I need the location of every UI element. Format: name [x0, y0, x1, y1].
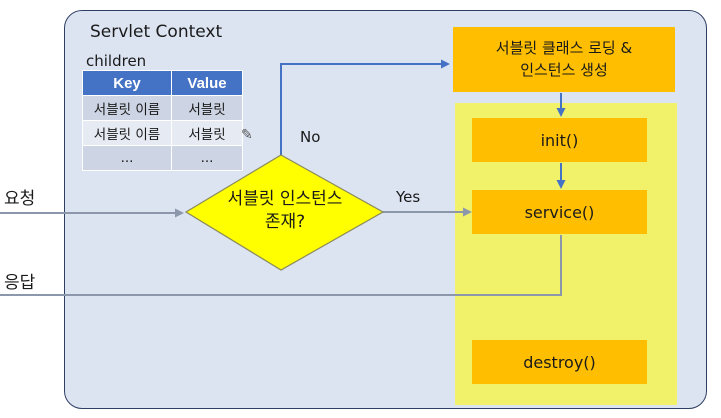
table-cell-value: 서블릿 — [171, 95, 243, 121]
request-label: 요청 — [4, 189, 36, 209]
no-arrow — [280, 59, 450, 155]
load-line-1: 서블릿 클래스 로딩 & — [495, 38, 633, 57]
decision-line-1: 서블릿 인스턴스 — [227, 189, 343, 209]
pencil-icon: ✎ — [241, 127, 253, 143]
no-label: No — [300, 128, 321, 146]
children-table-header: Key Value — [82, 70, 243, 96]
children-label: children — [86, 52, 147, 70]
load-line-2: 인스턴스 생성 — [520, 60, 608, 79]
table-cell-value: 서블릿 — [171, 120, 243, 146]
table-cell-key: 서블릿 이름 — [82, 120, 172, 146]
value-header: Value — [171, 70, 243, 96]
table-row: 서블릿 이름 서블릿 — [82, 120, 243, 146]
response-line — [0, 235, 562, 296]
servlet-context-title: Servlet Context — [90, 22, 223, 42]
init-box: init() — [472, 118, 647, 162]
response-label: 응답 — [4, 273, 36, 293]
load-instance-box: 서블릿 클래스 로딩 & 인스턴스 생성 — [453, 27, 675, 92]
table-cell-value: ... — [171, 145, 243, 171]
yes-label: Yes — [396, 188, 421, 206]
destroy-box: destroy() — [472, 340, 647, 384]
table-cell-key: ... — [82, 145, 172, 171]
table-row: 서블릿 이름 서블릿 — [82, 95, 243, 121]
decision-line-2: 존재? — [264, 211, 306, 232]
decision-label: 서블릿 인스턴스 존재? — [210, 188, 360, 234]
table-cell-key: 서블릿 이름 — [82, 95, 172, 121]
service-box: service() — [472, 190, 647, 234]
table-row: ... ... — [82, 145, 243, 171]
children-table: Key Value 서블릿 이름 서블릿 서블릿 이름 서블릿 ... ... — [82, 70, 243, 171]
decision-diamond — [184, 154, 385, 271]
